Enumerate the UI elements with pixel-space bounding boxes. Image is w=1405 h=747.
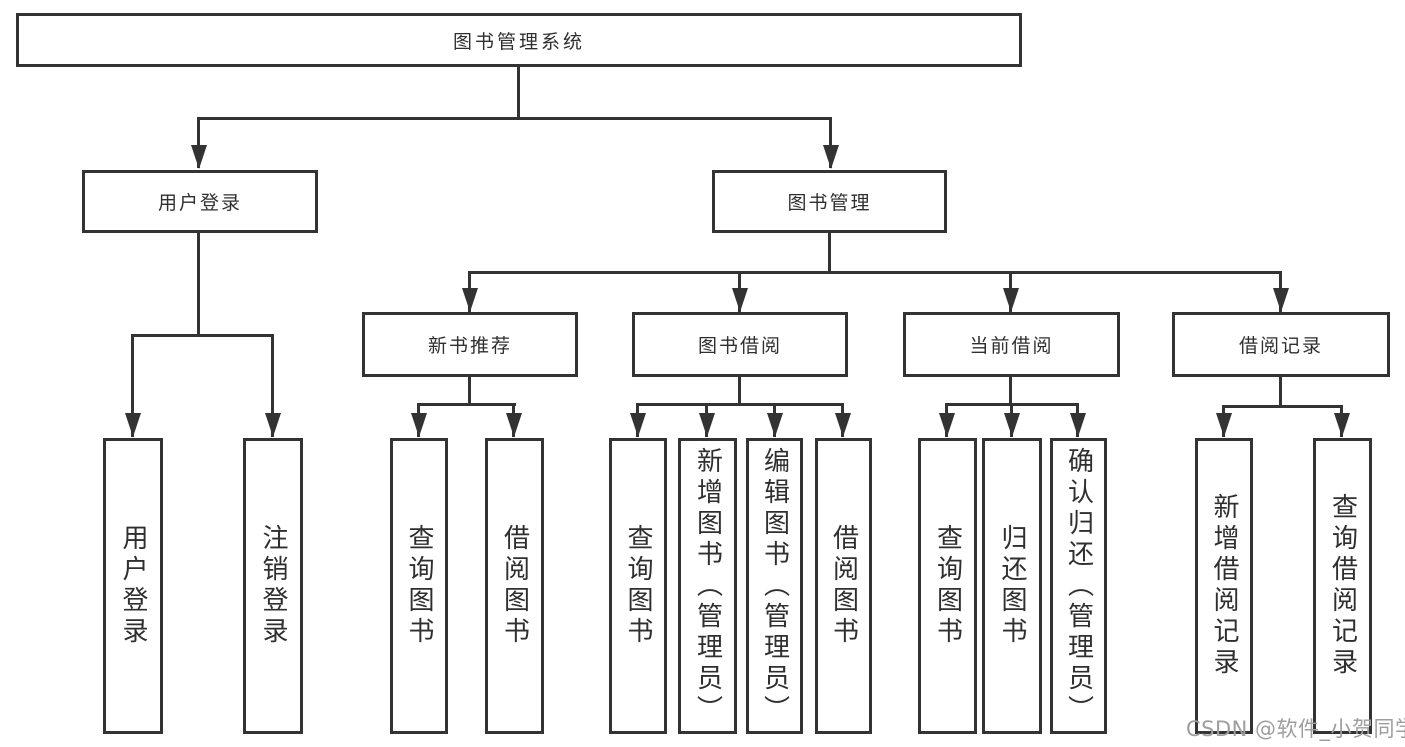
node-borrow-records: 借阅记录 — [1172, 312, 1390, 377]
leaf-confirm-return-admin: 确认归还（管理员） — [1050, 438, 1107, 734]
leaf-add-borrow-record: 新增借阅记录 — [1195, 438, 1253, 734]
leaf-borrow-books-borrow: 借阅图书 — [815, 438, 872, 734]
connector-line — [1279, 377, 1282, 408]
leaf-return-book: 归还图书 — [982, 438, 1042, 734]
connector-line — [1009, 377, 1012, 406]
arrowhead-down — [265, 413, 281, 437]
connector-line — [468, 377, 471, 406]
connector-line — [131, 334, 134, 437]
leaf-borrow-books-recommend: 借阅图书 — [485, 438, 544, 734]
arrowhead-down — [125, 413, 141, 437]
node-user-login: 用户登录 — [82, 170, 318, 233]
leaf-edit-book-admin: 编辑图书（管理员） — [746, 438, 803, 734]
connector-line — [1222, 405, 1343, 408]
leaf-query-books-borrow: 查询图书 — [609, 438, 667, 734]
arrowhead-down — [462, 288, 478, 312]
connector-line — [197, 117, 200, 168]
connector-line — [517, 67, 520, 119]
connector-line — [197, 117, 832, 120]
node-current-borrow: 当前借阅 — [903, 312, 1120, 377]
arrowhead-down — [1334, 413, 1350, 437]
connector-line — [417, 403, 516, 406]
connector-line — [271, 334, 274, 437]
connector-line — [197, 233, 200, 337]
arrowhead-down — [1273, 288, 1289, 312]
node-book-management: 图书管理 — [712, 170, 947, 233]
arrowhead-down — [191, 145, 207, 169]
arrowhead-down — [1216, 413, 1232, 437]
connector-line — [828, 233, 831, 274]
watermark-text: CSDN @软件_小贺同学 — [1186, 717, 1405, 741]
connector-line — [131, 334, 274, 337]
leaf-user-login: 用户登录 — [103, 438, 163, 734]
arrowhead-down — [1004, 413, 1020, 437]
arrowhead-down — [411, 413, 427, 437]
arrowhead-down — [835, 413, 851, 437]
connector-line — [636, 403, 844, 406]
leaf-add-book-admin: 新增图书（管理员） — [678, 438, 737, 734]
node-book-borrow: 图书借阅 — [632, 312, 848, 377]
connector-line — [738, 377, 741, 406]
node-root-library-system: 图书管理系统 — [16, 13, 1022, 67]
arrowhead-down — [767, 413, 783, 437]
arrowhead-down — [939, 413, 955, 437]
arrowhead-down — [823, 145, 839, 169]
node-new-book-recommend: 新书推荐 — [362, 312, 578, 377]
leaf-query-borrow-record: 查询借阅记录 — [1313, 438, 1372, 734]
leaf-logout: 注销登录 — [243, 438, 303, 734]
arrowhead-down — [1070, 413, 1086, 437]
leaf-query-books-recommend: 查询图书 — [390, 438, 448, 734]
arrowhead-down — [732, 288, 748, 312]
connector-line — [468, 271, 1282, 274]
arrowhead-down — [1003, 288, 1019, 312]
leaf-query-books-current: 查询图书 — [918, 438, 977, 734]
arrowhead-down — [699, 413, 715, 437]
arrowhead-down — [630, 413, 646, 437]
connector-line — [829, 117, 832, 168]
arrowhead-down — [506, 413, 522, 437]
